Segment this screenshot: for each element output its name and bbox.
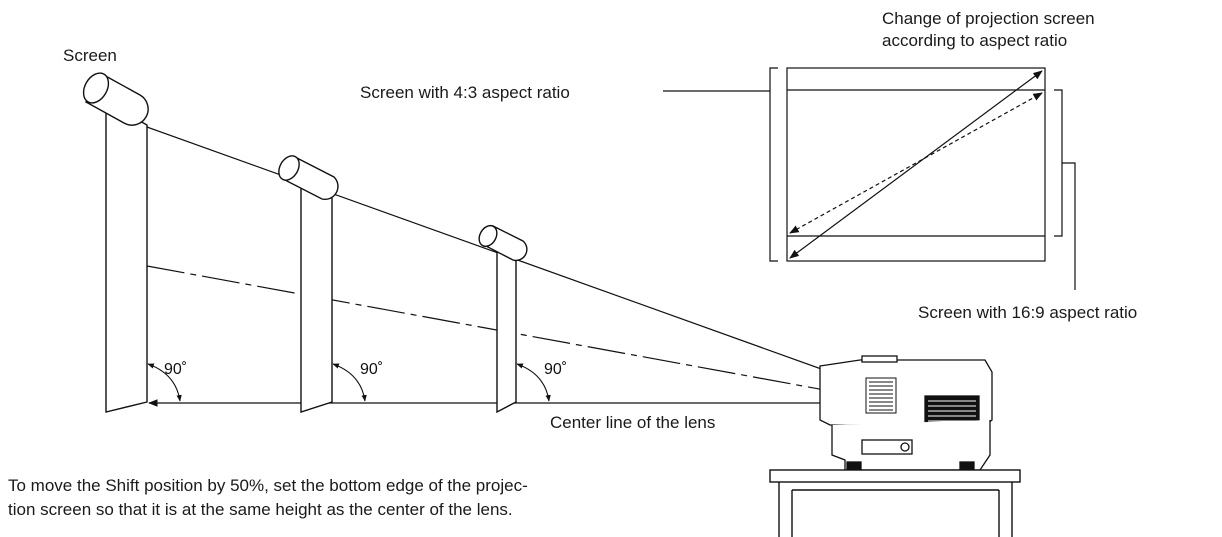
screen-small (478, 224, 528, 414)
angle-label-3: 90˚ (544, 361, 567, 378)
right-angle-marks (147, 363, 551, 402)
screen-roll-small (478, 224, 528, 262)
screen-roll-medium (278, 155, 339, 201)
diagonal-16-9 (789, 92, 1043, 234)
angle-arc-2 (332, 363, 367, 402)
instruction-line-2: tion screen so that it is at the same he… (8, 500, 513, 519)
screen-medium (278, 155, 339, 413)
screen-label: Screen (63, 46, 117, 65)
instruction-note: To move the Shift position by 50%, set t… (8, 474, 768, 522)
angle-arc-1 (147, 363, 182, 402)
aspect-ratio-inset (663, 67, 1076, 290)
center-line-label: Center line of the lens (550, 413, 716, 432)
control-panel-icon (861, 439, 913, 455)
bracket-4-3 (769, 67, 778, 262)
screen-16-9-label: Screen with 16:9 aspect ratio (918, 303, 1138, 322)
screen-roll-large (82, 72, 149, 126)
aspect-change-title-line1: Change of projection screen (882, 9, 1095, 28)
angle-arc-3 (516, 363, 551, 402)
table (769, 469, 1021, 537)
aspect-change-title-line2: according to aspect ratio (882, 31, 1068, 50)
angle-label-2: 90˚ (360, 361, 383, 378)
projector (819, 355, 993, 472)
bracket-16-9 (1054, 89, 1063, 237)
leader-16-9 (1062, 162, 1076, 290)
instruction-line-1: To move the Shift position by 50%, set t… (8, 476, 528, 495)
lens-vent-icon (865, 377, 897, 414)
screen-large (82, 72, 149, 413)
screen-4-3-label: Screen with 4:3 aspect ratio (360, 83, 570, 102)
angle-label-1: 90˚ (164, 361, 187, 378)
